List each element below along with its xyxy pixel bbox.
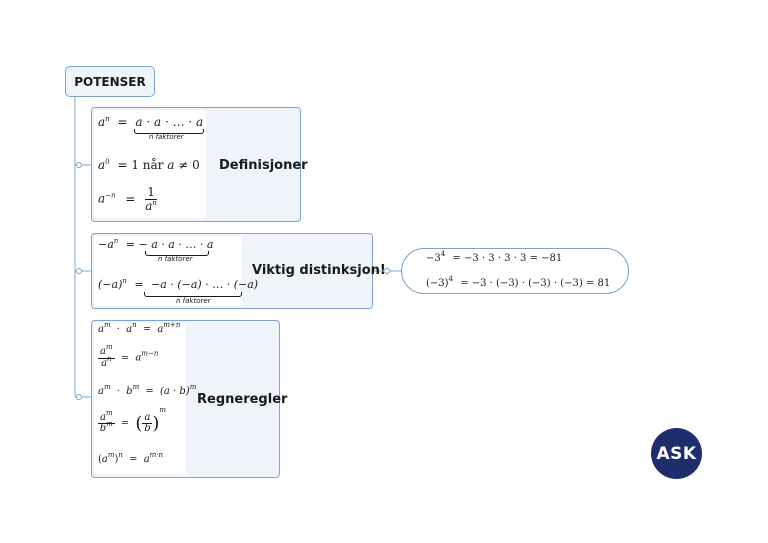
definition-formula-1: an = a · a · … · a [98, 115, 204, 129]
definitions-node[interactable]: an = a · a · … · a n faktorer a0 = 1 når… [91, 107, 308, 222]
definitions-label: Definisjoner [219, 158, 308, 173]
root-title: POTENSER [74, 74, 146, 89]
distinction-formula-2: (−a)n = −a · (−a) · … · (−a) [98, 277, 259, 292]
rule-1: am · an = am+n [98, 321, 181, 336]
definitions-formula-box [94, 110, 206, 218]
rule-5: (am)n = am·n [98, 451, 164, 466]
brace-label: n faktorer [176, 297, 211, 305]
example-callout[interactable]: −34 = −3 · 3 · 3 · 3 = −81 (−3)4 = −3 · … [401, 248, 629, 294]
underbrace [145, 251, 209, 256]
underbrace [134, 129, 204, 134]
example-formula-2: (−3)4 = −3 · (−3) · (−3) · (−3) = 81 [426, 275, 611, 290]
distinction-label: Viktig distinksjon! [252, 263, 386, 278]
brace-label: n faktorer [158, 255, 193, 263]
definition-formula-2: a0 = 1 når a ≠ 0 [98, 158, 200, 172]
rule-3: am · bm = (a · b)m [98, 383, 197, 398]
distinction-formula-box [94, 236, 242, 306]
ask-logo: ASK [651, 428, 702, 479]
rules-formula-box [94, 323, 186, 474]
logo-text: ASK [656, 443, 697, 464]
distinction-node[interactable]: −an = − a · a · … · a n faktorer (−a)n =… [91, 233, 386, 309]
brace-label: n faktorer [149, 133, 184, 141]
underbrace [144, 292, 242, 297]
example-formula-1: −34 = −3 · 3 · 3 · 3 = −81 [426, 250, 563, 265]
distinction-formula-1: −an = − a · a · … · a [98, 237, 214, 252]
rules-label: Regneregler [197, 392, 288, 407]
root-node-potenser[interactable]: POTENSER [65, 66, 155, 97]
